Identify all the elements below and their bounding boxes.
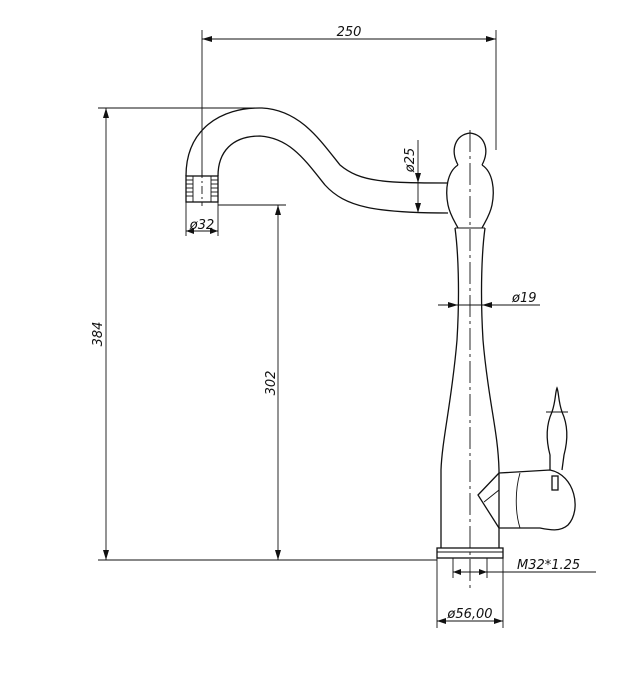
dimension-spout-height: 302	[218, 204, 286, 560]
dimension-thread: M32*1.25	[452, 558, 596, 578]
handle-cartridge-inner	[515, 472, 521, 529]
center-lines	[201, 130, 471, 590]
body-left-edge	[440, 227, 460, 548]
handle-cone	[477, 472, 500, 529]
handle-cone-line	[483, 489, 500, 503]
dimension-overall-height: 384	[91, 107, 437, 561]
aerator-thread-marks	[186, 179, 218, 197]
body-collar	[446, 164, 494, 229]
body-right-edge	[480, 227, 500, 548]
width-dimension-label: 250	[337, 25, 362, 40]
spout-height-dimension-label: 302	[264, 371, 279, 396]
handle-indicator	[551, 475, 559, 491]
outlet-diameter-label: ø32	[189, 218, 215, 233]
thread-label: M32*1.25	[517, 558, 580, 573]
spout-diameter-label: ø25	[403, 148, 418, 174]
dimension-outlet-diameter: ø32	[185, 202, 219, 236]
base-diameter-label: ø56,00	[446, 607, 492, 622]
handle-grip	[546, 386, 568, 471]
height-dimension-label: 384	[91, 322, 106, 347]
dimension-width: 250	[201, 25, 497, 176]
dimension-spout-diameter: ø25	[403, 140, 421, 213]
handle-cartridge	[498, 469, 576, 531]
faucet-outline	[185, 107, 576, 559]
dimension-body-diameter: ø19	[438, 291, 540, 308]
spout-inner-edge	[217, 135, 449, 214]
body-diameter-label: ø19	[511, 291, 537, 306]
spout-outer-edge	[185, 107, 449, 184]
dimension-base-diameter: ø56,00	[436, 558, 504, 628]
